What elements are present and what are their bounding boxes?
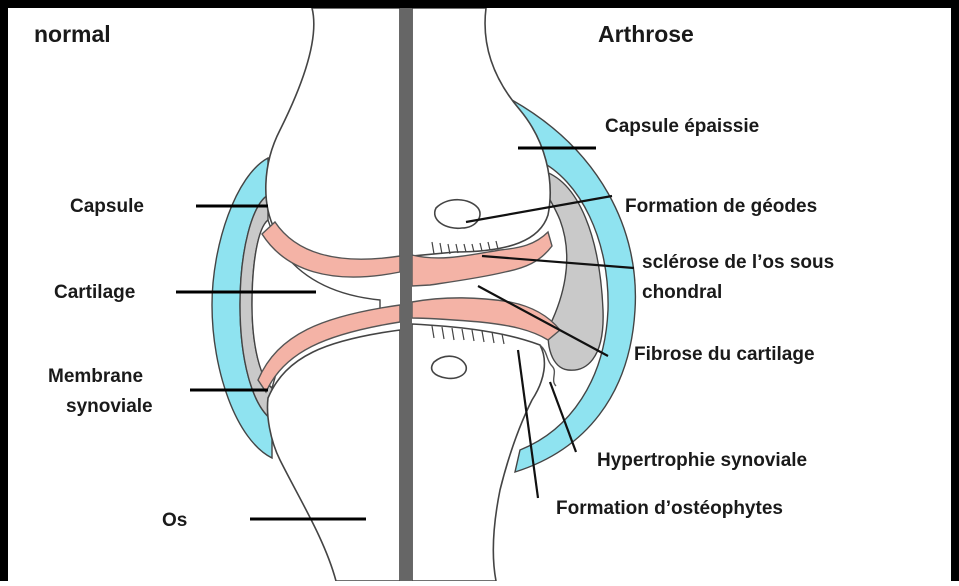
- label-geodes: Formation de géodes: [625, 196, 817, 217]
- label-capsule: Capsule: [70, 196, 144, 217]
- label-membrane-line2: synoviale: [66, 396, 153, 417]
- normal-joint: [212, 8, 400, 581]
- label-fibrose: Fibrose du cartilage: [634, 344, 815, 365]
- center-divider: [400, 8, 412, 581]
- frame-left: [0, 0, 8, 581]
- label-sclerose-line2: chondral: [642, 282, 722, 303]
- frame-right: [951, 0, 959, 581]
- geode-upper: [435, 200, 480, 229]
- normal-lower-bone: [268, 330, 401, 581]
- label-os: Os: [162, 510, 187, 531]
- title-normal: normal: [34, 21, 111, 47]
- normal-upper-bone: [266, 8, 400, 267]
- frame-top: [0, 0, 959, 8]
- label-capsule-epaissie: Capsule épaissie: [605, 116, 759, 137]
- geode-lower: [432, 356, 467, 378]
- label-membrane-line1: Membrane: [48, 366, 143, 387]
- title-arthrose: Arthrose: [598, 21, 694, 47]
- label-sclerose-line1: sclérose de l’os sous: [642, 252, 834, 273]
- arthrose-joint: [412, 8, 635, 581]
- label-cartilage: Cartilage: [54, 282, 135, 303]
- label-osteophytes: Formation d’ostéophytes: [556, 498, 783, 519]
- label-hypertrophie: Hypertrophie synoviale: [597, 450, 807, 471]
